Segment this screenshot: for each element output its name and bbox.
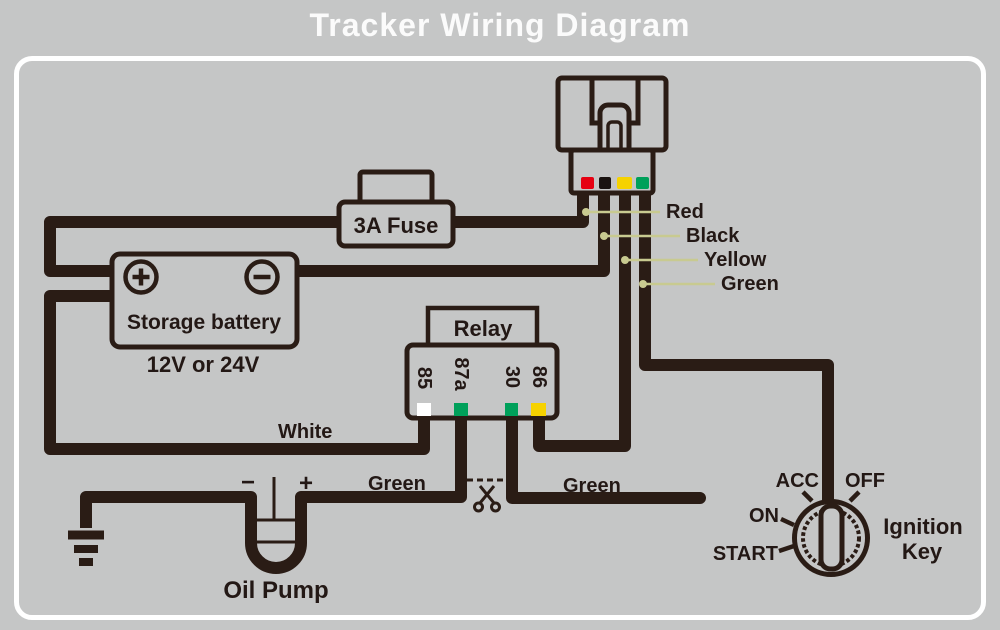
- battery-minus-terminal: [244, 259, 280, 295]
- label-green-wire: Green: [721, 273, 779, 295]
- battery-label: Storage battery: [127, 311, 281, 334]
- ignition-title-line2: Key: [902, 539, 943, 564]
- relay-pin-30-label: 30: [501, 366, 523, 388]
- scissors-icon: [473, 485, 501, 513]
- tracker-connector: [555, 75, 669, 196]
- connector-pin-red: [581, 177, 594, 189]
- wire-white: [44, 290, 430, 455]
- scissors-blade: [478, 485, 496, 504]
- relay-pin-86-label: 86: [528, 366, 550, 388]
- leader-dot-yellow: [621, 256, 629, 264]
- battery-voltage: 12V or 24V: [147, 352, 260, 377]
- ignition-tick-on: [780, 516, 795, 528]
- label-black-wire: Black: [686, 225, 740, 247]
- ignition-tick-off: [848, 490, 861, 503]
- wire-oil-pump-green: [80, 420, 467, 574]
- relay-pin-86-yellow: [531, 403, 546, 416]
- battery-plus-terminal: [123, 259, 159, 295]
- ground-symbol: [68, 530, 104, 566]
- connector-pin-green: [636, 177, 649, 189]
- label-yellow-wire: Yellow: [704, 249, 767, 271]
- connector-pin-yellow: [617, 177, 632, 189]
- ignition-position-off: OFF: [845, 470, 885, 492]
- relay-label-box: [425, 305, 540, 349]
- relay-pin-85-label: 85: [413, 367, 435, 389]
- relay-pin-87a-label: 87a: [450, 357, 472, 391]
- page-title: Tracker Wiring Diagram: [309, 7, 691, 43]
- battery-plus-glyph: [132, 268, 150, 286]
- relay-body: [404, 342, 560, 421]
- wire-relay30-green: [506, 414, 706, 504]
- fuse-label: 3A Fuse: [354, 213, 439, 238]
- relay-label: Relay: [454, 316, 513, 341]
- wire-green: [639, 190, 834, 509]
- ignition-title-line1: Ignition: [883, 514, 962, 539]
- scissors-handle: [473, 501, 484, 513]
- oil-pump-minus: −: [241, 469, 255, 496]
- relay: Relay 85 87a 30 86: [404, 305, 560, 421]
- oil-pump-plus: +: [299, 470, 313, 497]
- relay-pin-30-green: [505, 403, 518, 416]
- label-white-wire: White: [278, 421, 332, 443]
- ignition-position-on: ON: [749, 505, 779, 527]
- ignition-key-slot: [818, 503, 845, 572]
- ignition-position-acc: ACC: [776, 470, 819, 492]
- ignition-key: ACC OFF ON START Ignition Key: [713, 470, 963, 577]
- connector-pin-black: [599, 177, 611, 189]
- label-green-wire-left: Green: [368, 473, 426, 495]
- ignition-tick-acc: [801, 490, 814, 503]
- relay-pin-87a-green: [454, 403, 468, 416]
- scissors-handle: [490, 501, 501, 513]
- wire-yellow: [533, 190, 631, 452]
- fuse: 3A Fuse: [336, 169, 456, 249]
- oil-pump-label: Oil Pump: [223, 577, 328, 604]
- fuse-body: [336, 199, 456, 249]
- ignition-tick-start: [778, 543, 795, 554]
- oil-pump: [248, 477, 304, 544]
- wire-callouts: [586, 210, 715, 286]
- label-red-wire: Red: [666, 201, 704, 223]
- leader-dot-green: [639, 280, 647, 288]
- diagram-frame: [14, 56, 986, 620]
- storage-battery: Storage battery 12V or 24V: [109, 251, 300, 377]
- label-green-wire-right: Green: [563, 475, 621, 497]
- ignition-position-start: START: [713, 543, 778, 565]
- leader-dot-red: [582, 208, 590, 216]
- leader-dot-black: [600, 232, 608, 240]
- relay-pin-85-white: [417, 403, 431, 416]
- wire-black: [294, 190, 610, 277]
